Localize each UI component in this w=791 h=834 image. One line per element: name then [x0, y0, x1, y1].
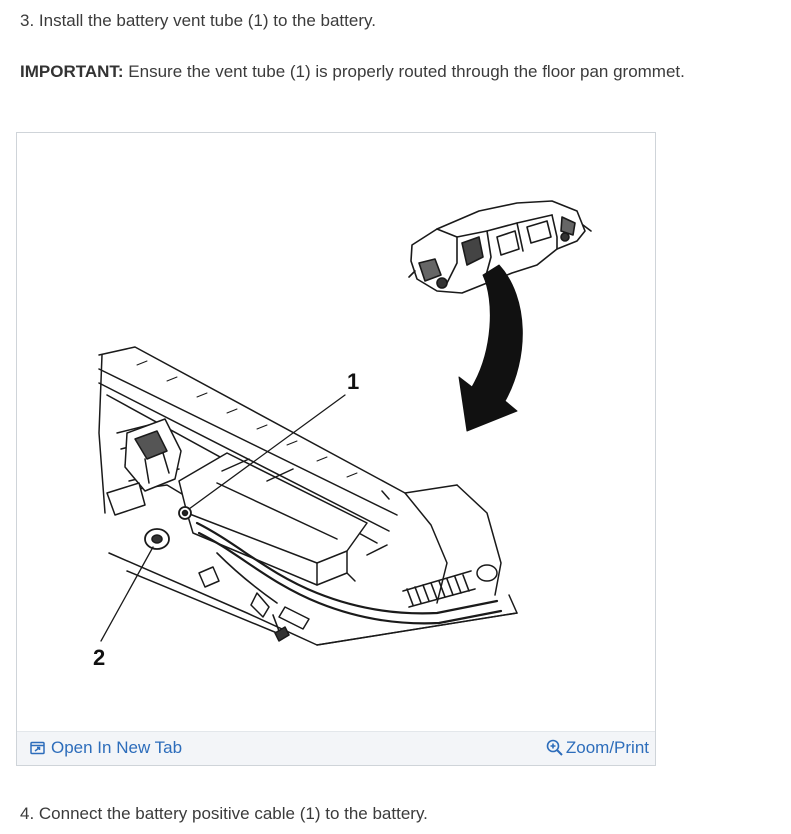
step-3-text: 3. Install the battery vent tube (1) to …	[20, 11, 376, 30]
figure-container: 1 2 Open In New Tab Zoom/Print	[16, 132, 656, 766]
callout-2-label: 2	[93, 645, 105, 670]
callout-2-leader	[100, 546, 154, 642]
zoom-print-link[interactable]: Zoom/Print	[546, 738, 649, 758]
battery-vent-tube-illustration: 1 2	[93, 200, 592, 670]
important-note: IMPORTANT: Ensure the vent tube (1) is p…	[20, 61, 685, 83]
open-in-new-tab-label: Open In New Tab	[51, 738, 183, 757]
callout-1-leader	[188, 394, 346, 510]
figure-action-bar: Open In New Tab Zoom/Print	[17, 731, 655, 765]
floor-pan-drawing	[98, 346, 518, 646]
important-label: IMPORTANT:	[20, 62, 124, 81]
step-4-text: 4. Connect the battery positive cable (1…	[20, 804, 428, 823]
important-text: Ensure the vent tube (1) is properly rou…	[123, 62, 685, 81]
open-in-new-tab-link[interactable]: Open In New Tab	[30, 738, 182, 758]
callout-1-label: 1	[347, 369, 359, 394]
direction-arrow	[458, 264, 523, 432]
open-in-new-tab-icon	[30, 741, 45, 755]
zoom-magnifier-icon	[546, 739, 563, 756]
zoom-print-label: Zoom/Print	[565, 738, 649, 757]
vehicle-body-icon	[408, 200, 592, 294]
